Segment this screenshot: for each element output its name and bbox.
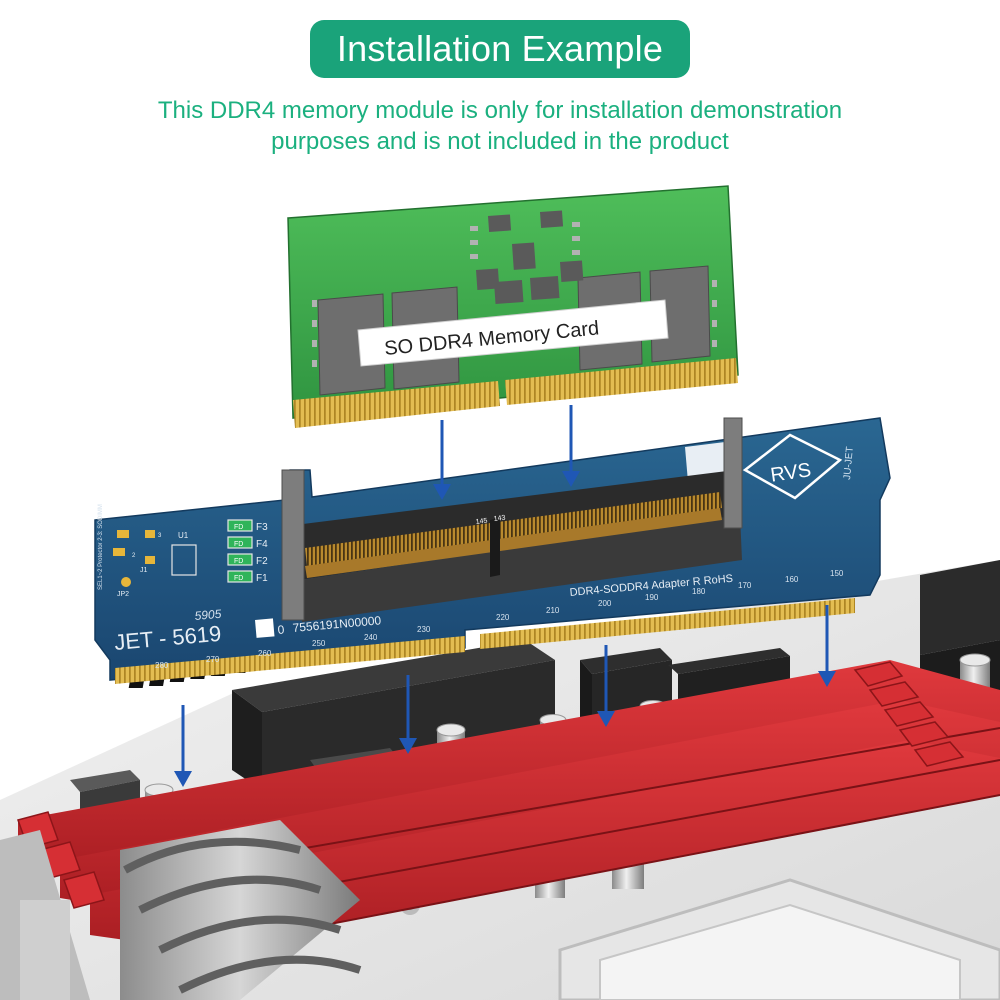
arrow-down-icon <box>433 420 451 500</box>
pin-number: 240 <box>364 633 378 642</box>
heatsink <box>0 820 362 1000</box>
ddr4-memory-module: SO DDR4 Memory Card <box>287 185 739 428</box>
fuse-tag: FD <box>234 524 243 531</box>
arrow-down-icon <box>399 675 417 754</box>
pin-number: 210 <box>546 606 560 615</box>
title-banner: Installation Example <box>310 20 690 78</box>
label-0: 0 <box>277 622 285 637</box>
u1-label: U1 <box>178 531 189 540</box>
adapter-board: RVS JU-JET JET - 5619 0 7556191N00000 59… <box>94 417 891 684</box>
pin-number: 250 <box>312 639 326 648</box>
subtitle: This DDR4 memory module is only for inst… <box>0 95 1000 157</box>
side-label: JU-JET <box>842 446 856 480</box>
fuse-label-f4: F4 <box>256 539 268 550</box>
pin-number: 170 <box>738 581 752 590</box>
slot-pin-145: 145 <box>475 518 488 526</box>
fuse-label-f1: F1 <box>256 573 268 584</box>
arrow-down-icon <box>174 705 192 787</box>
pin-number: 200 <box>598 599 612 608</box>
fuse-label-f3: F3 <box>256 522 268 533</box>
protector-text: SEL1~2 Protector 2-3: SODIMM <box>98 504 104 590</box>
jp2-label: JP2 <box>117 591 129 598</box>
arrow-down-icon <box>562 405 580 487</box>
code-label: 5905 <box>194 607 222 623</box>
label-3: 3 <box>158 533 162 539</box>
fuse-block: FD F3 FD F4 FD F2 FD F1 <box>227 519 268 584</box>
u1-chip: U1 <box>171 531 197 576</box>
subtitle-line-1: This DDR4 memory module is only for inst… <box>157 97 843 124</box>
page-title: Installation Example <box>336 28 664 69</box>
pin-number: 260 <box>258 649 272 658</box>
pin-number: 280 <box>155 661 169 670</box>
j1-label: J1 <box>140 567 148 574</box>
fuse-tag: FD <box>234 541 243 548</box>
pin-number: 180 <box>692 587 706 596</box>
pin-number: 230 <box>417 625 431 634</box>
subtitle-line-2: purposes and is not included in the prod… <box>271 128 729 155</box>
slot-pin-143: 143 <box>493 515 506 523</box>
sodimm-socket <box>281 417 743 622</box>
pin-number: 220 <box>496 613 510 622</box>
fuse-tag: FD <box>234 575 243 582</box>
pin-number: 160 <box>785 575 799 584</box>
arrow-down-icon <box>818 605 836 687</box>
fuse-tag: FD <box>234 558 243 565</box>
pin-number: 150 <box>830 569 844 578</box>
pin-number: 190 <box>645 593 659 602</box>
arrow-down-icon <box>597 645 615 727</box>
label-2: 2 <box>132 553 136 559</box>
fuse-label-f2: F2 <box>256 556 268 567</box>
install-arrows <box>174 405 836 787</box>
pin-number: 270 <box>206 655 220 664</box>
